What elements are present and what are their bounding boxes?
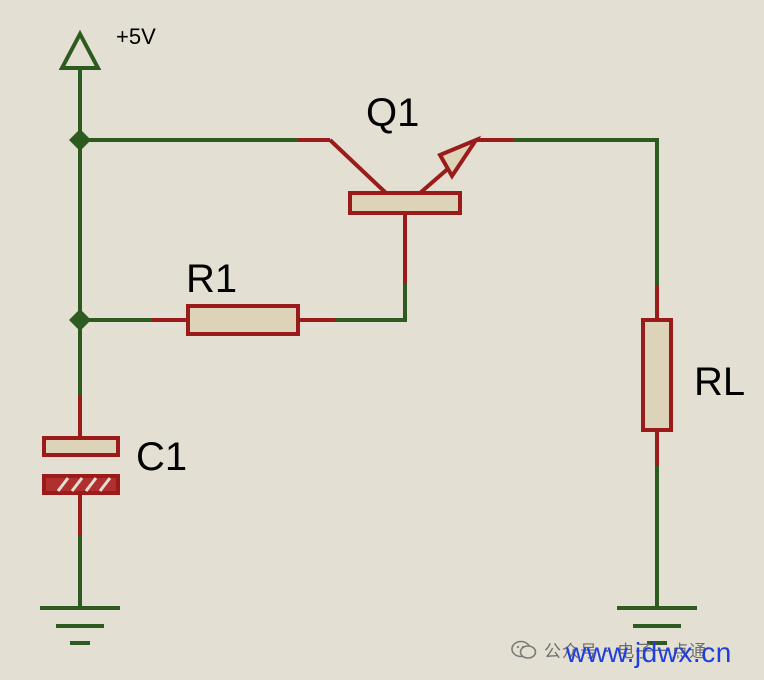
- capacitor-c1: [42, 395, 120, 538]
- watermark-site: www.jdwx.cn: [566, 637, 732, 668]
- watermark-account: 公众号 · 电子一点通: [544, 642, 708, 662]
- ground-right: [617, 466, 697, 645]
- base-wire: [333, 283, 407, 322]
- resistor-r1: [78, 304, 335, 336]
- transistor-label: Q1: [366, 91, 419, 135]
- supply-terminal: [58, 29, 102, 142]
- resistor-label: R1: [186, 257, 237, 301]
- emitter-wire: [513, 138, 659, 287]
- supply-label: +5V: [116, 24, 156, 49]
- resistor-rl: [641, 285, 673, 468]
- transistor-q1: [298, 135, 515, 285]
- wechat-icon: [511, 640, 537, 659]
- capacitor-label: C1: [136, 435, 187, 479]
- ground-left: [40, 536, 120, 645]
- load-label: RL: [694, 360, 745, 404]
